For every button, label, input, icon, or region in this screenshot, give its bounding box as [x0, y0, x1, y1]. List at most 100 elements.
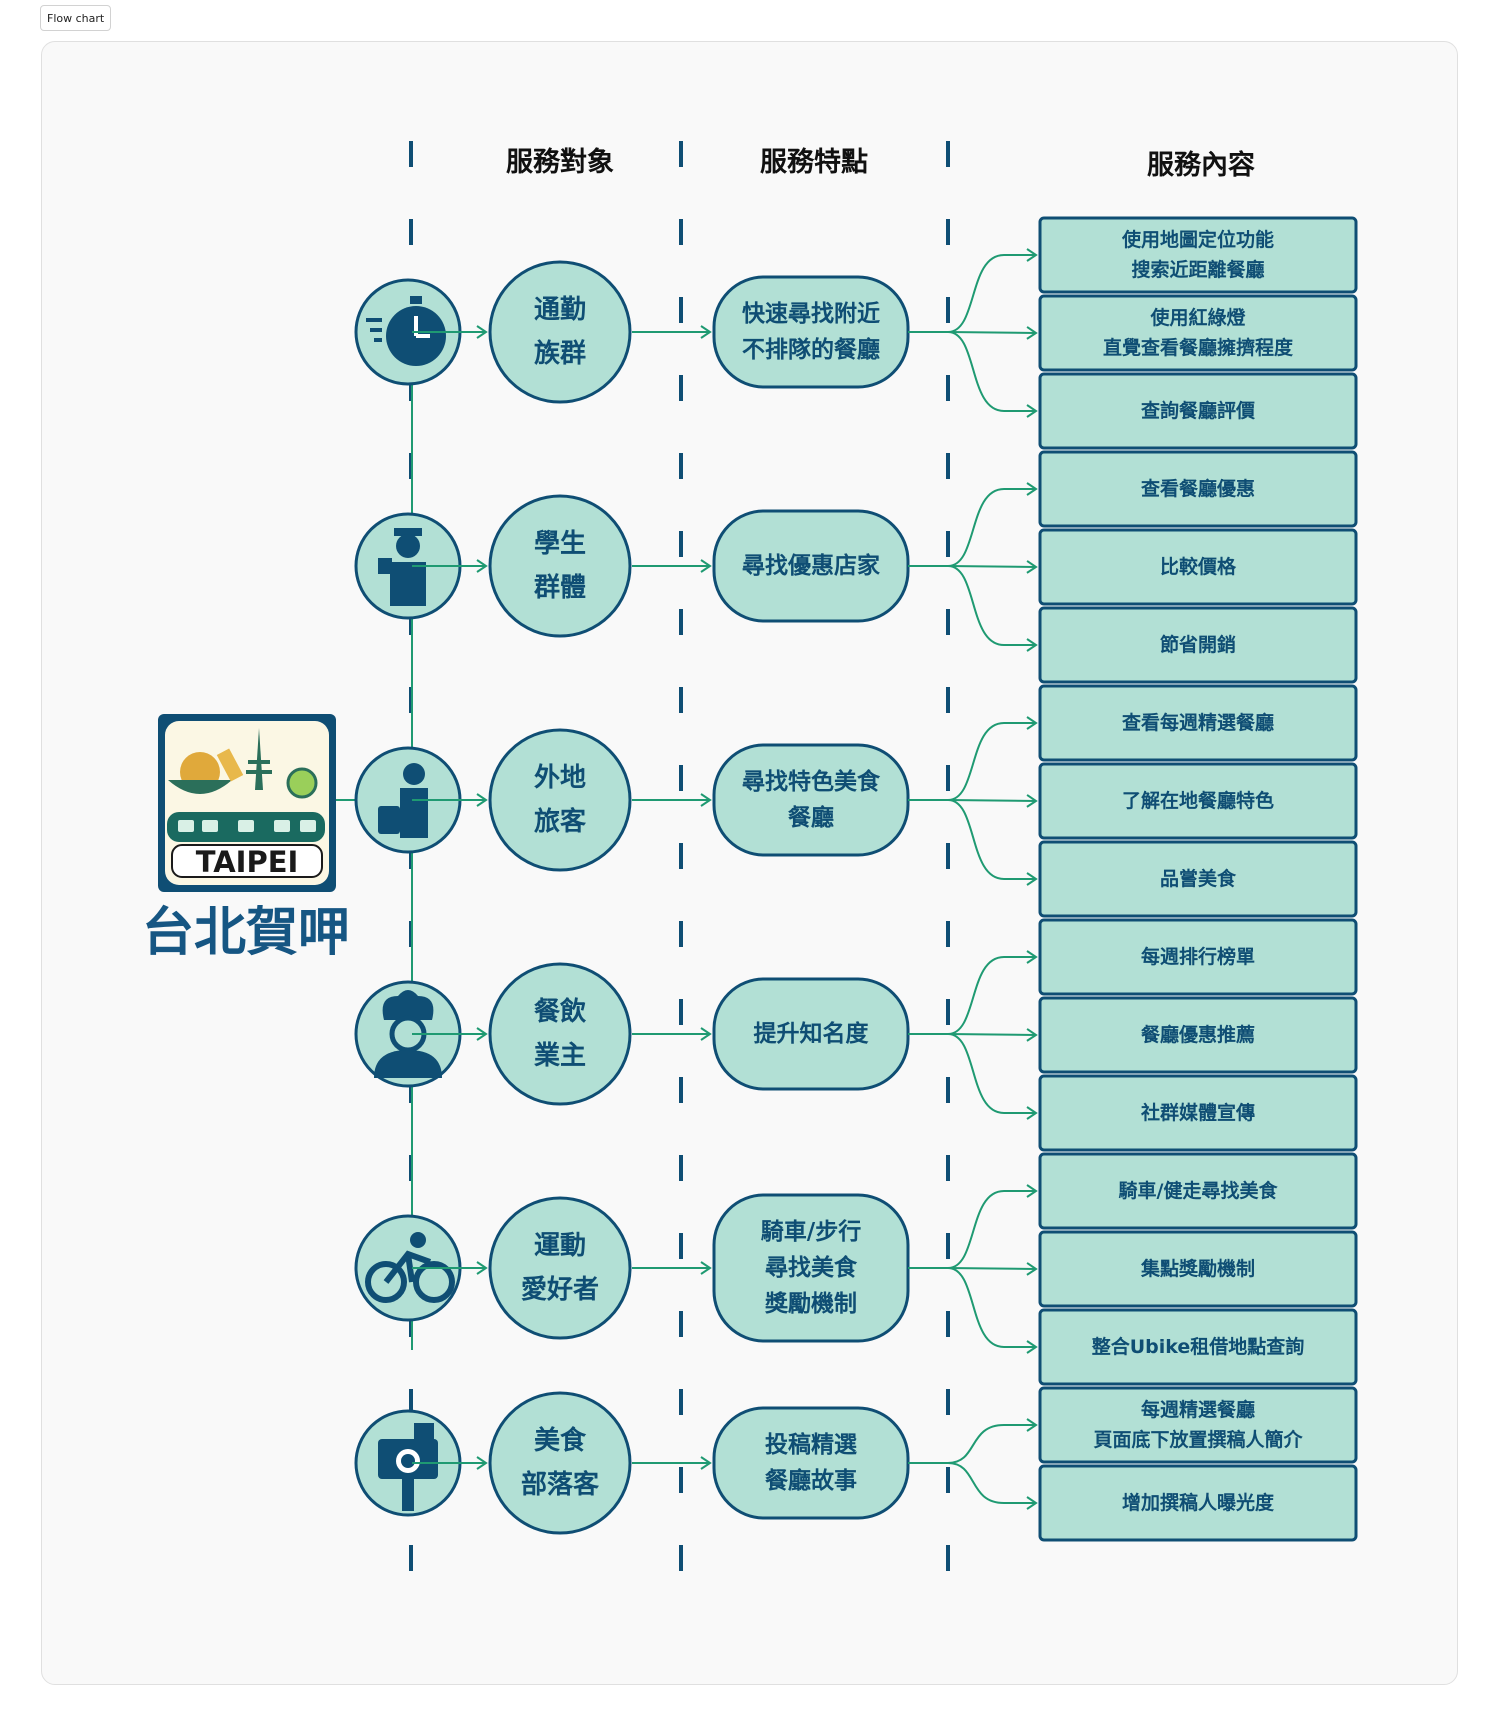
stopwatch-icon [354, 278, 462, 386]
branch-arrow [947, 1418, 1038, 1464]
branch-arrow [947, 794, 1038, 808]
service-label: 整合Ubike租借地點查詢 [1092, 1335, 1305, 1358]
service-box: 查看餐廳優惠 [1038, 450, 1358, 528]
feature-label: 餐廳 [788, 804, 834, 831]
taipei-logo: TAIPEI [158, 714, 336, 892]
service-label: 了解在地餐廳特色 [1122, 789, 1274, 812]
audience-label: 學生 [534, 529, 586, 559]
branch-arrow [947, 1462, 1038, 1510]
service-label: 每週精選餐廳 [1141, 1398, 1255, 1421]
service-box: 了解在地餐廳特色 [1038, 762, 1358, 840]
student-icon [354, 512, 462, 620]
branch-arrow [947, 950, 1038, 1035]
branch-arrow [947, 1184, 1038, 1269]
service-box: 查看每週精選餐廳 [1038, 684, 1358, 762]
service-box: 增加撰稿人曝光度 [1038, 1464, 1358, 1542]
branch-arrow [947, 799, 1038, 886]
audience-label: 族群 [534, 338, 586, 369]
branch-arrow [947, 1262, 1038, 1276]
rows: 通勤族群快速尋找附近不排隊的餐廳使用地圖定位功能搜索近距離餐廳使用紅綠燈直覺查看… [336, 216, 1358, 1542]
audience-label: 業主 [534, 1041, 586, 1071]
service-label: 品嘗美食 [1160, 867, 1237, 890]
service-label: 集點獎勵機制 [1140, 1257, 1255, 1280]
branch-arrow [947, 331, 1038, 418]
camera-icon [354, 1409, 462, 1517]
branch-arrow [947, 560, 1038, 574]
service-box: 查詢餐廳評價 [1038, 372, 1358, 450]
header-features: 服務特點 [760, 147, 868, 178]
service-box: 節省開銷 [1038, 606, 1358, 684]
feature-label: 尋找美食 [765, 1254, 858, 1281]
service-label: 社群媒體宣傳 [1140, 1101, 1255, 1124]
feature-label: 獎勵機制 [764, 1291, 857, 1317]
service-box: 騎車/健走尋找美食 [1038, 1152, 1358, 1230]
service-box: 餐廳優惠推薦 [1038, 996, 1358, 1074]
service-label: 使用紅綠燈 [1149, 306, 1246, 329]
service-label: 比較價格 [1160, 555, 1237, 578]
row-1: 通勤族群快速尋找附近不排隊的餐廳使用地圖定位功能搜索近距離餐廳使用紅綠燈直覺查看… [354, 216, 1358, 450]
service-label: 搜索近距離餐廳 [1131, 258, 1264, 281]
audience-label: 餐飲 [534, 996, 587, 1027]
service-box: 整合Ubike租借地點查詢 [1038, 1308, 1358, 1386]
service-box: 比較價格 [1038, 528, 1358, 606]
audience-label: 運動 [534, 1231, 586, 1261]
service-box: 社群媒體宣傳 [1038, 1074, 1358, 1152]
diagram-tab-label[interactable]: Flow chart [40, 5, 112, 31]
feature-label: 尋找優惠店家 [742, 552, 880, 579]
feature-label: 騎車/步行 [761, 1218, 861, 1245]
feature-label: 投稿精選 [765, 1431, 857, 1458]
branch-arrow [947, 1267, 1038, 1354]
branch-arrow [947, 716, 1038, 801]
header-content: 服務內容 [1147, 149, 1255, 181]
audience-label: 旅客 [534, 806, 587, 837]
branch-arrow [947, 248, 1038, 333]
service-label: 查看餐廳優惠 [1140, 477, 1255, 500]
feature-label: 不排隊的餐廳 [742, 336, 880, 363]
audience-label: 美食 [534, 1425, 587, 1456]
tower-icon [255, 728, 263, 790]
branch-arrow [947, 565, 1038, 652]
service-label: 節省開銷 [1160, 633, 1236, 656]
audience-label: 部落客 [521, 1469, 600, 1500]
branch-arrow [947, 1028, 1038, 1042]
audience-label: 群體 [533, 573, 586, 603]
service-label: 騎車/健走尋找美食 [1119, 1179, 1279, 1202]
feature-node: 尋找優惠店家 [712, 509, 910, 623]
chef-icon [354, 980, 462, 1088]
feature-label: 提升知名度 [754, 1020, 870, 1047]
service-label: 查詢餐廳評價 [1140, 399, 1256, 422]
logo-word: TAIPEI [196, 845, 299, 879]
row-5: 運動愛好者騎車/步行尋找美食獎勵機制騎車/健走尋找美食集點獎勵機制整合Ubike… [354, 1152, 1358, 1386]
service-box: 集點獎勵機制 [1038, 1230, 1358, 1308]
branch-arrow [947, 482, 1038, 567]
feature-label: 餐廳故事 [765, 1467, 857, 1494]
service-label: 使用地圖定位功能 [1121, 228, 1274, 251]
feature-node: 提升知名度 [712, 977, 910, 1091]
feature-label: 快速尋找附近 [742, 300, 880, 327]
service-label: 增加撰稿人曝光度 [1122, 1491, 1275, 1514]
service-label: 查看每週精選餐廳 [1121, 711, 1274, 734]
cyclist-icon [354, 1214, 462, 1322]
header-audience: 服務對象 [506, 146, 614, 178]
feature-label: 尋找特色美食 [742, 768, 881, 795]
audience-label: 通勤 [534, 295, 586, 325]
service-label: 直覺查看餐廳擁擠程度 [1103, 336, 1294, 359]
service-label: 頁面底下放置撰稿人簡介 [1093, 1428, 1303, 1451]
audience-label: 愛好者 [521, 1275, 599, 1305]
